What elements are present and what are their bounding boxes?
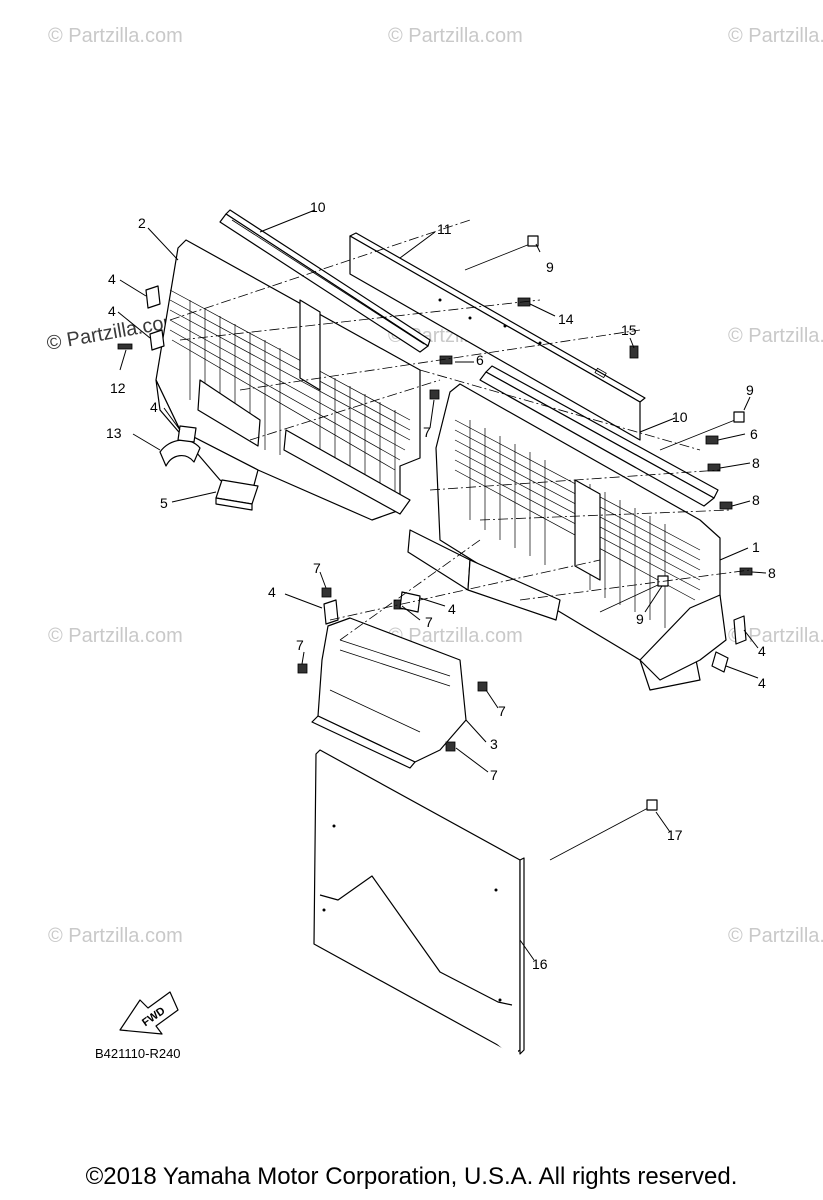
callout-3: 3 xyxy=(490,736,498,752)
part-rear-panel-left xyxy=(155,239,421,521)
callout-4: 4 xyxy=(758,675,766,691)
callout-2: 2 xyxy=(138,215,146,231)
callout-6: 6 xyxy=(750,426,758,442)
reference-code: B421110-R240 xyxy=(95,1046,181,1061)
callout-17: 17 xyxy=(667,827,683,843)
part-rail-upper-right xyxy=(479,365,719,507)
watermark: © Partzilla.com xyxy=(48,25,183,47)
callout-7: 7 xyxy=(423,424,431,440)
callout-14: 14 xyxy=(558,311,574,327)
watermark: © Partzilla.com xyxy=(728,25,823,47)
watermark: © Partzilla.com xyxy=(728,325,823,347)
callout-4: 4 xyxy=(108,303,116,319)
callout-4: 4 xyxy=(150,399,158,415)
callout-7: 7 xyxy=(296,637,304,653)
callout-7: 7 xyxy=(425,614,433,630)
callout-6: 6 xyxy=(476,352,484,368)
callout-12: 12 xyxy=(110,380,126,396)
part-duct-center xyxy=(311,617,467,769)
watermark: © Partzilla.com xyxy=(48,625,183,647)
fwd-arrow-icon: FWD xyxy=(119,991,179,1035)
assembly-lines xyxy=(169,219,751,641)
callouts: 10 11 2 4 4 12 9 14 15 6 10 7 9 6 8 8 1 … xyxy=(106,199,776,972)
callout-7: 7 xyxy=(498,703,506,719)
watermark: © Partzilla.com xyxy=(728,625,823,647)
watermark: © Partzilla.com xyxy=(388,25,523,47)
callout-8: 8 xyxy=(768,565,776,581)
part-clamp-13 xyxy=(159,439,201,467)
leader-lines xyxy=(117,209,767,961)
callout-5: 5 xyxy=(160,495,168,511)
watermark: © Partzilla.com xyxy=(388,625,523,647)
callout-7: 7 xyxy=(490,767,498,783)
part-bracket-11 xyxy=(349,232,646,441)
part-pad-5 xyxy=(215,479,259,511)
callout-4: 4 xyxy=(448,601,456,617)
callout-4: 4 xyxy=(758,643,766,659)
callout-13: 13 xyxy=(106,425,122,441)
callout-1: 1 xyxy=(752,539,760,555)
callout-11: 11 xyxy=(437,221,452,237)
callout-9: 9 xyxy=(636,611,644,627)
callout-9: 9 xyxy=(546,259,554,275)
callout-4: 4 xyxy=(268,584,276,600)
callout-16: 16 xyxy=(532,956,548,972)
callout-8: 8 xyxy=(752,492,760,508)
callout-4: 4 xyxy=(108,271,116,287)
callout-7: 7 xyxy=(313,560,321,576)
callout-10: 10 xyxy=(310,199,326,215)
callout-9: 9 xyxy=(746,382,754,398)
callout-8: 8 xyxy=(752,455,760,471)
callout-10: 10 xyxy=(672,409,688,425)
copyright-notice: ©2018 Yamaha Motor Corporation, U.S.A. A… xyxy=(85,1163,738,1190)
part-rail-upper-left xyxy=(219,209,431,353)
part-rear-panel-right xyxy=(407,383,727,691)
part-floor-panel xyxy=(313,749,525,1055)
watermark: © Partzilla.com xyxy=(728,925,823,947)
watermark: © Partzilla.com xyxy=(48,925,183,947)
callout-15: 15 xyxy=(621,322,637,338)
